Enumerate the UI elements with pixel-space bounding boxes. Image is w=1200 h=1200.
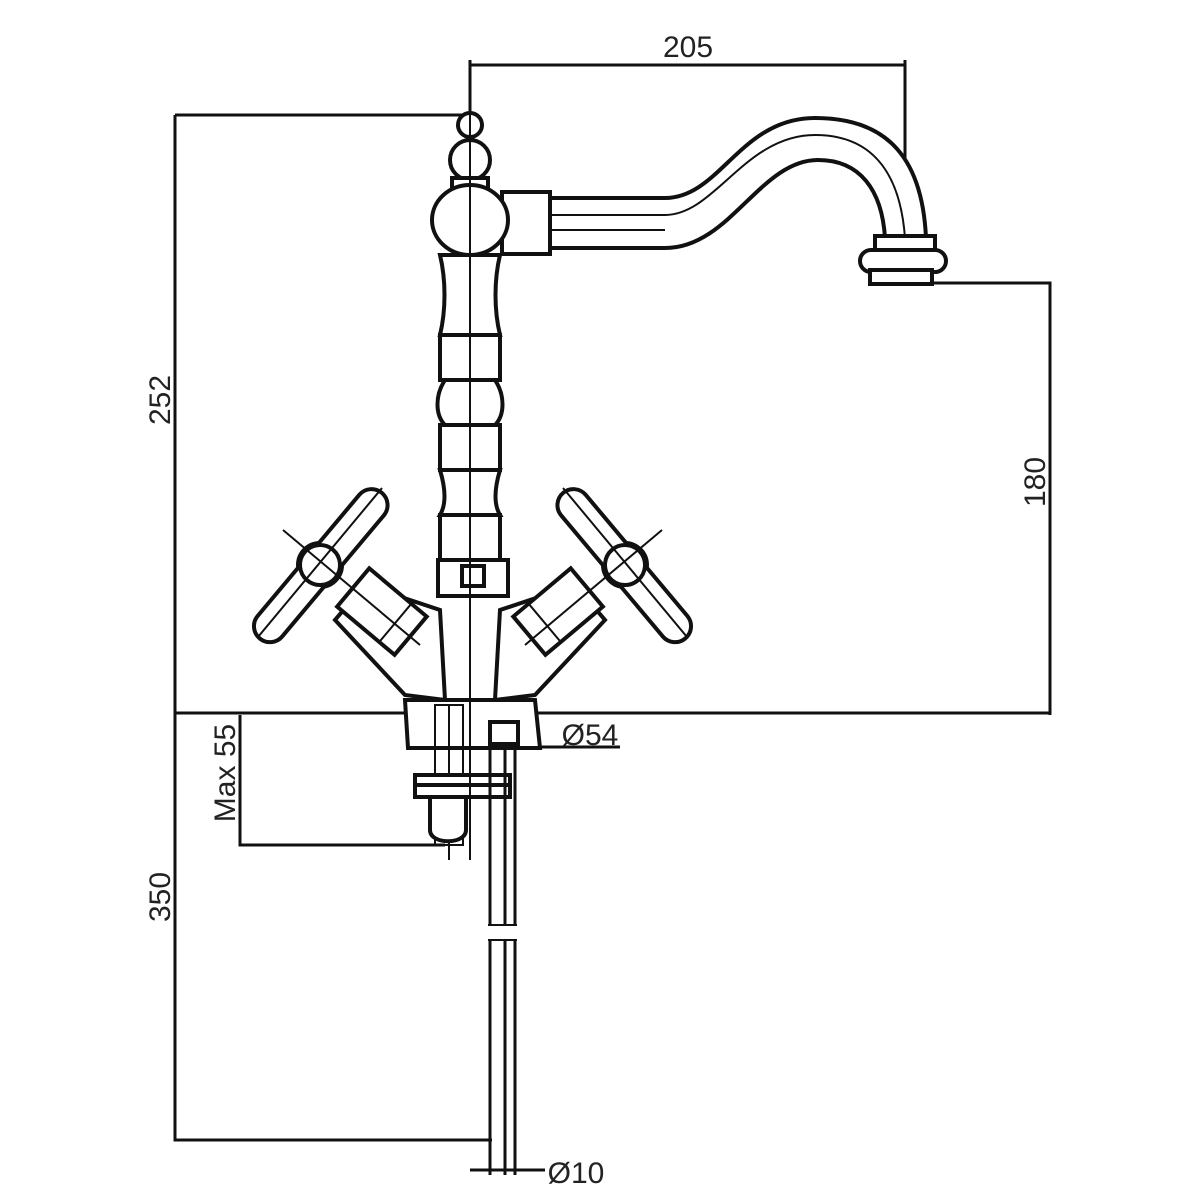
dim-label-54: Ø54 (562, 719, 619, 752)
left-valve-body (334, 565, 430, 658)
aerator-outlet (868, 268, 934, 286)
dim-line-350 (173, 715, 492, 1142)
spout (500, 115, 948, 286)
dim-label-180: 180 (1019, 457, 1052, 507)
dim-line-max55 (238, 715, 445, 847)
right-valve-body (510, 565, 606, 658)
supply-hoses (488, 745, 517, 1175)
dim-label-350: 350 (144, 872, 177, 922)
dim-label-252: 252 (144, 375, 177, 425)
right-handle (492, 487, 694, 703)
backnut (428, 795, 468, 844)
dim-line-252 (173, 113, 470, 715)
dim-label-10: Ø10 (548, 1157, 605, 1190)
dim-label-205: 205 (663, 31, 713, 64)
spout-nut (500, 190, 552, 256)
hose-nut (488, 720, 520, 746)
left-handle (251, 487, 448, 703)
dim-label-max55: Max 55 (209, 724, 242, 822)
mounting-hardware (413, 704, 520, 860)
